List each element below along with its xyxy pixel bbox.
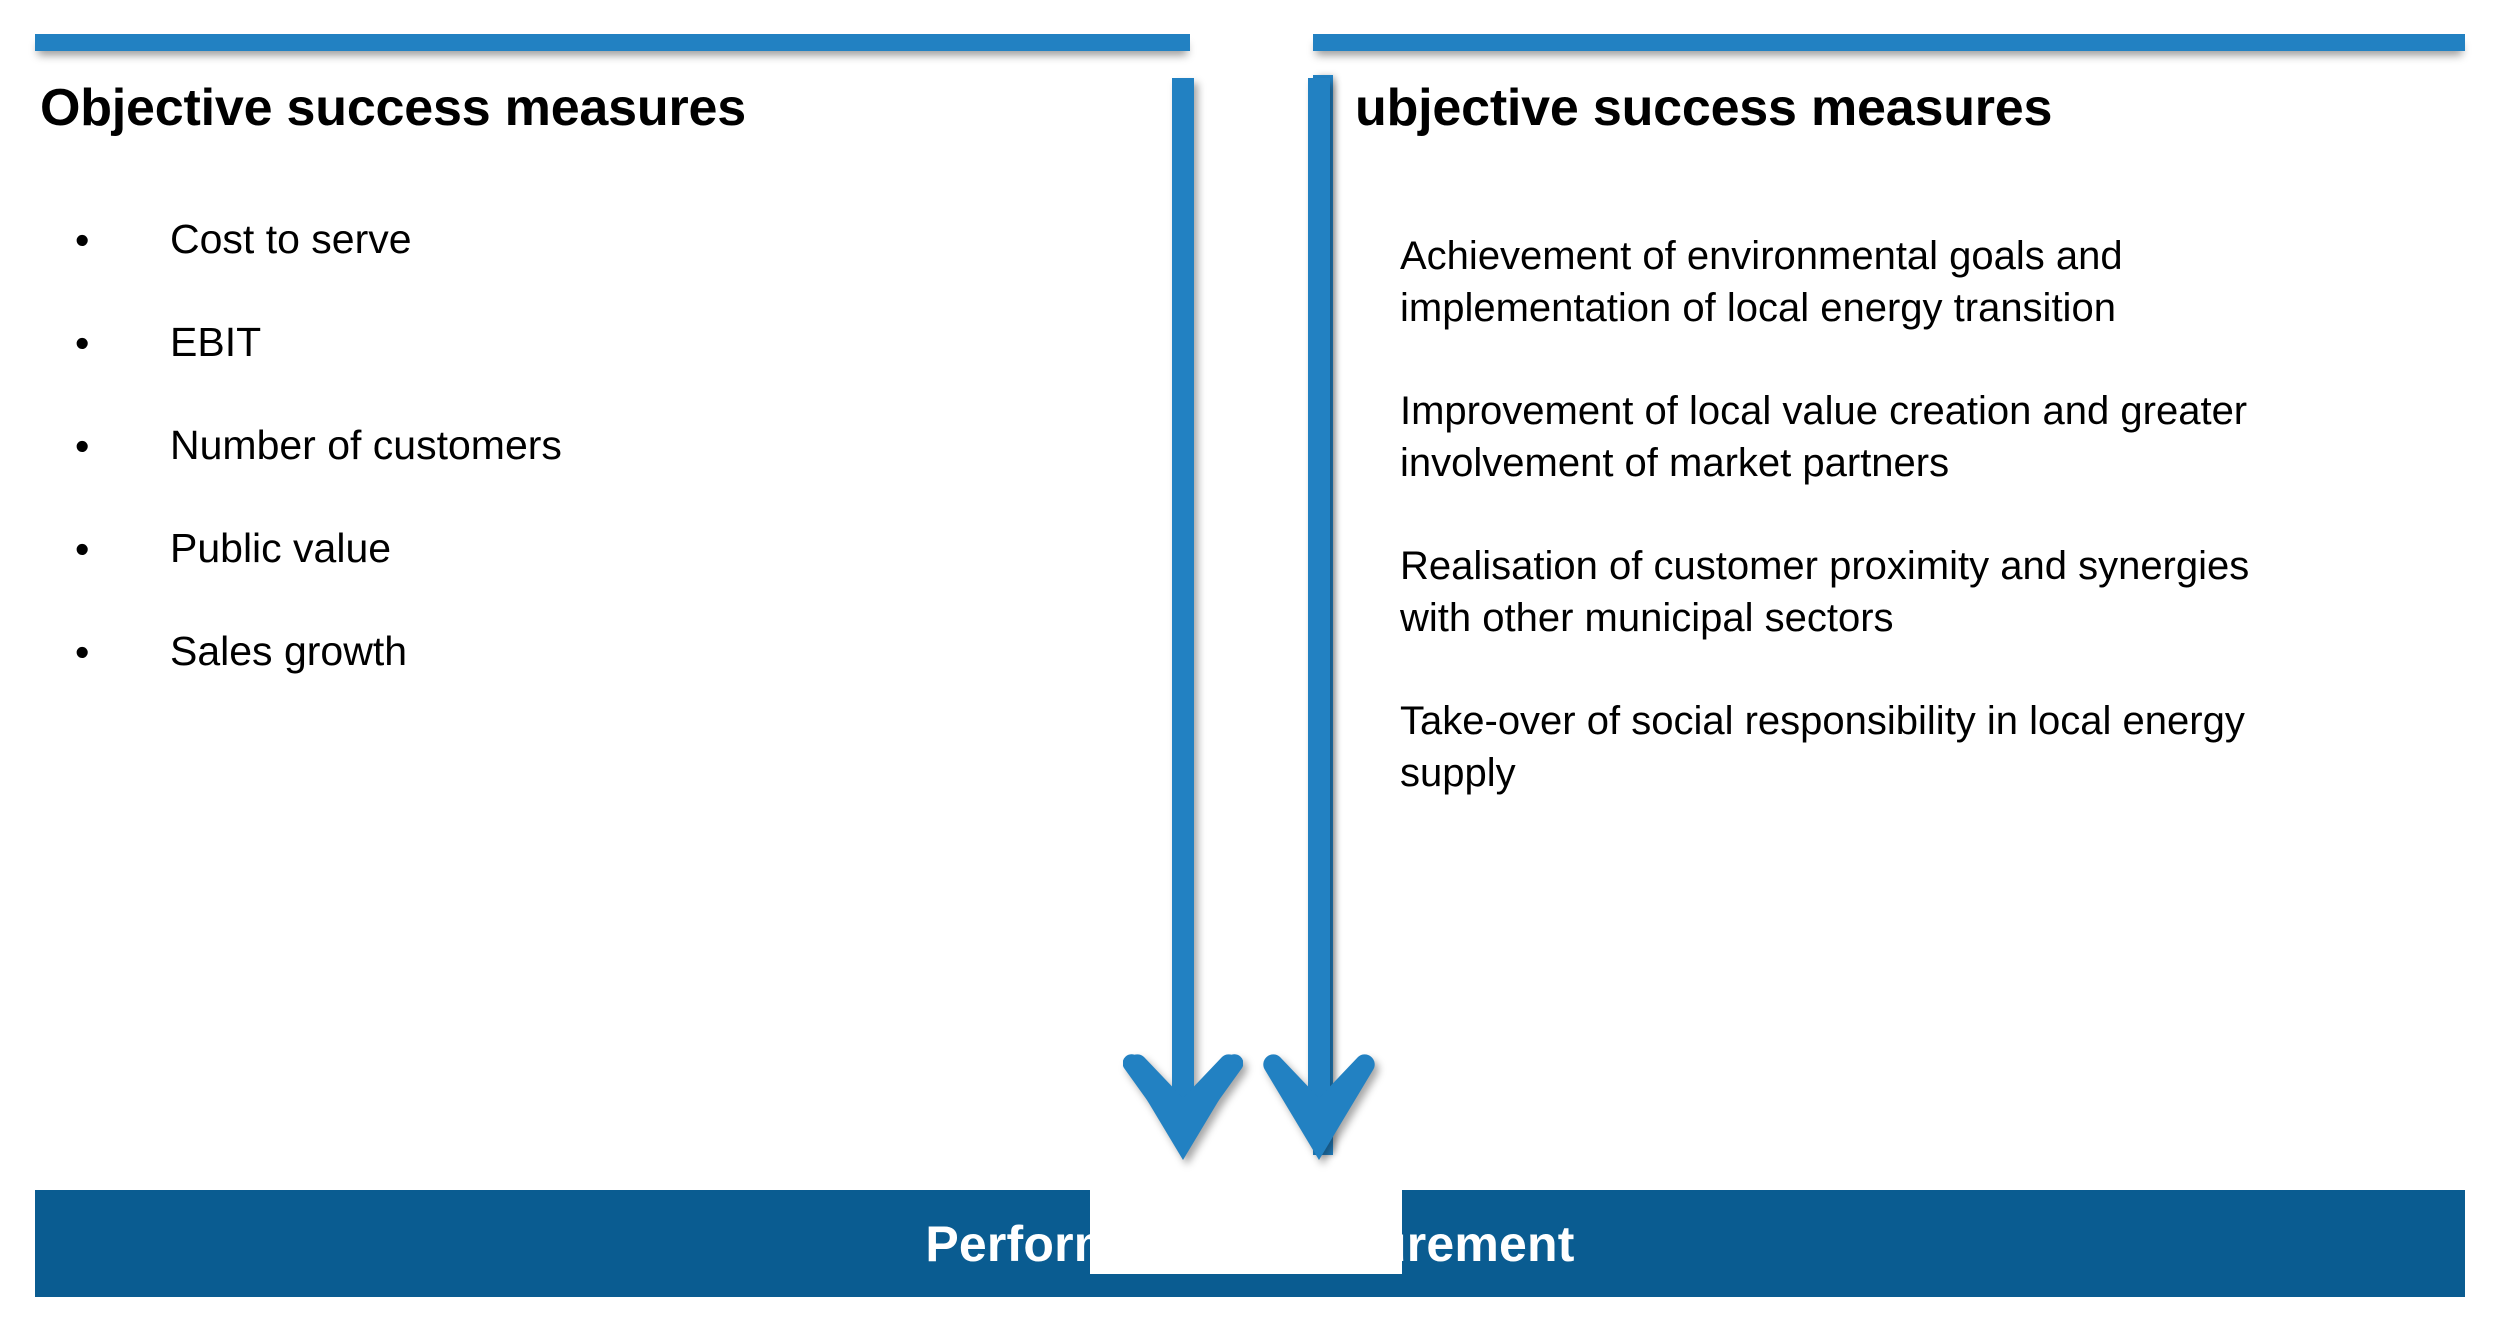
objective-measures-list: • Cost to serve • EBIT • Number of custo…	[75, 219, 1125, 734]
list-item-label: Sales growth	[170, 628, 408, 674]
bullet-icon: •	[75, 423, 90, 469]
list-item: • Sales growth	[75, 631, 1125, 734]
panel-top-accent-bar	[35, 34, 1190, 51]
list-item-label: Number of customers	[170, 422, 562, 468]
bullet-icon: •	[75, 320, 90, 366]
list-item-label: EBIT	[170, 319, 262, 365]
bullet-icon: •	[75, 629, 90, 675]
list-item: Realisation of customer proximity and sy…	[1400, 544, 2250, 640]
list-item: Take-over of social responsibility in lo…	[1400, 699, 2245, 795]
arrow-down-left-icon	[1123, 78, 1243, 1188]
page-title-subjective: ubjective success measures	[1355, 79, 2053, 137]
panel-gap-mask	[1090, 1188, 1402, 1274]
arrow-down-right-icon	[1259, 78, 1379, 1188]
bullet-icon: •	[75, 217, 90, 263]
list-item: Achievement of environmental goals and i…	[1400, 234, 2123, 330]
objective-measures-panel: Objective success measures • Cost to ser…	[35, 34, 1190, 1174]
list-item: • Number of customers	[75, 425, 1125, 528]
panel-top-accent-bar	[1313, 34, 2465, 51]
page-title-objective: Objective success measures	[40, 79, 746, 137]
subjective-measures-panel: ubjective success measures Achievement o…	[1313, 34, 2465, 1174]
subjective-measures-list: Achievement of environmental goals and i…	[1400, 230, 2400, 850]
list-item: • Cost to serve	[75, 219, 1125, 322]
bullet-icon: •	[75, 526, 90, 572]
list-item: Improvement of local value creation and …	[1400, 389, 2248, 485]
list-item: • EBIT	[75, 322, 1125, 425]
list-item-label: Public value	[170, 525, 392, 571]
list-item-label: Cost to serve	[170, 216, 412, 262]
list-item: • Public value	[75, 528, 1125, 631]
